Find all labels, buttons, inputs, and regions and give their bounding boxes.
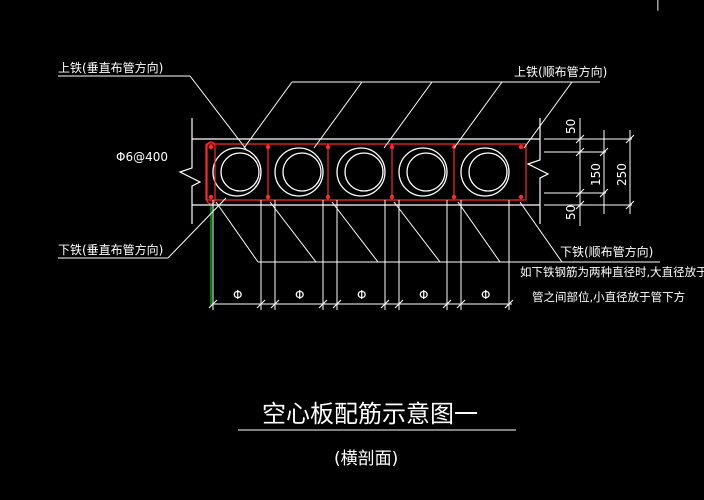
note-line-2: 管之间部位,小直径放于管下方 bbox=[532, 290, 685, 304]
label-top-rebar-perpendicular: 上铁(垂直布管方向) bbox=[58, 60, 163, 75]
tube-outer-circle bbox=[212, 147, 262, 197]
tube-inner-circle bbox=[468, 152, 508, 192]
tube-diameter-label: Φ bbox=[481, 288, 490, 302]
rebar-dot bbox=[518, 194, 524, 200]
dimension-tick bbox=[380, 299, 390, 309]
dimension-tick bbox=[394, 299, 404, 309]
rebar-dot bbox=[208, 194, 214, 200]
tube-outer-circle bbox=[336, 147, 386, 197]
dim-total: 250 bbox=[615, 163, 629, 186]
tube-diameter-label: Φ bbox=[357, 288, 366, 302]
rebar-dots bbox=[208, 144, 524, 200]
tube-diameter-label: Φ bbox=[295, 288, 304, 302]
tube-inner-circle bbox=[282, 152, 322, 192]
tube-diameter-label: Φ bbox=[233, 288, 242, 302]
dimension-tick bbox=[208, 299, 218, 309]
leader-top-right bbox=[243, 81, 600, 149]
tube-group bbox=[212, 147, 510, 197]
vertical-dimension-lines bbox=[544, 118, 635, 226]
dimension-tick bbox=[270, 299, 280, 309]
rebar-dot bbox=[208, 144, 214, 150]
dimension-tick bbox=[442, 299, 452, 309]
dim-tube-zone: 150 bbox=[589, 163, 603, 186]
label-stirrup: Φ6@400 bbox=[116, 150, 168, 164]
tube-diameter-dimension bbox=[208, 200, 514, 310]
dimension-tick bbox=[256, 299, 266, 309]
dimension-tick bbox=[332, 299, 342, 309]
rebar-dot bbox=[518, 144, 524, 150]
corner-mark: | bbox=[656, 0, 660, 11]
rebar-dot bbox=[325, 194, 331, 200]
label-top-rebar-parallel: 上铁(顺布管方向) bbox=[514, 64, 607, 79]
leader-top-left bbox=[58, 75, 247, 150]
tube-diameter-label: Φ bbox=[419, 288, 428, 302]
tube-inner-circle bbox=[220, 152, 260, 192]
tube-inner-circle bbox=[344, 152, 384, 192]
label-bottom-rebar-perpendicular: 下铁(垂直布管方向) bbox=[58, 242, 163, 257]
rebar-outline bbox=[205, 141, 527, 205]
label-bottom-rebar-parallel: 下铁(顺布管方向) bbox=[560, 244, 653, 259]
rebar-dot bbox=[265, 194, 271, 200]
note-line-1: 如下铁钢筋为两种直径时,大直径放于 bbox=[520, 265, 704, 279]
rebar-dot bbox=[265, 144, 271, 150]
rebar-dot bbox=[389, 144, 395, 150]
drawing-subtitle: (横剖面) bbox=[334, 449, 398, 469]
dim-top-cover: 50 bbox=[564, 119, 578, 134]
tube-outer-circle bbox=[274, 147, 324, 197]
dimension-tick bbox=[504, 299, 514, 309]
rebar-dot bbox=[325, 144, 331, 150]
slab-outline bbox=[178, 118, 550, 224]
leader-bottom-right bbox=[215, 201, 660, 263]
rebar-dot bbox=[451, 194, 457, 200]
tube-outer-circle bbox=[398, 147, 448, 197]
tube-outer-circle bbox=[460, 147, 510, 197]
tube-inner-circle bbox=[406, 152, 446, 192]
dimension-tick bbox=[456, 299, 466, 309]
dimension-tick bbox=[318, 299, 328, 309]
dim-bottom-cover: 50 bbox=[564, 205, 578, 220]
rebar-dot bbox=[389, 194, 395, 200]
leader-bottom-left bbox=[58, 197, 227, 259]
drawing-title: 空心板配筋示意图一 bbox=[262, 400, 478, 428]
